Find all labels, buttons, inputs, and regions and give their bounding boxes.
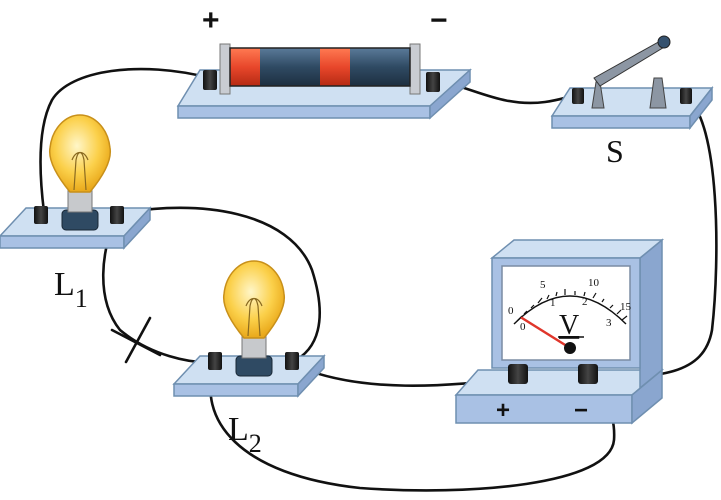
voltmeter-scale-ticks bbox=[516, 289, 628, 322]
bulb-l1[interactable]: L1 bbox=[0, 114, 152, 313]
battery-cell-blue-1 bbox=[260, 48, 320, 86]
voltmeter-needle bbox=[520, 316, 572, 350]
bulb-l1-label-main: L bbox=[54, 266, 75, 303]
battery-holder-left bbox=[219, 43, 231, 95]
voltmeter-minus-label: − bbox=[574, 397, 588, 424]
bulb-l2-label-main: L bbox=[228, 411, 249, 448]
bulb-l1-socket bbox=[61, 209, 99, 231]
switch[interactable]: S bbox=[550, 35, 714, 169]
switch-label: S bbox=[606, 133, 624, 169]
bulb-l2-label: L2 bbox=[228, 411, 262, 458]
battery[interactable]: + − bbox=[176, 4, 472, 120]
switch-terminal-right[interactable] bbox=[680, 88, 692, 104]
bulb-l2-label-sub: 2 bbox=[249, 429, 262, 458]
bulb-l2-glass bbox=[222, 260, 286, 339]
voltmeter-scale-inner-0: 0 bbox=[520, 321, 526, 333]
battery-plus-label: + bbox=[202, 4, 220, 37]
bulb-l2[interactable]: L2 bbox=[172, 260, 326, 458]
bulb-l2-terminal-right[interactable] bbox=[285, 352, 299, 370]
bulb-l1-filament bbox=[71, 151, 89, 191]
voltmeter-base bbox=[454, 369, 665, 396]
bulb-l1-label-sub: 1 bbox=[75, 284, 88, 313]
battery-cell-red-2 bbox=[320, 48, 350, 86]
battery-holder-right bbox=[409, 43, 421, 95]
voltmeter-scale-outer-10: 10 bbox=[588, 277, 600, 289]
battery-cell-red-1 bbox=[230, 48, 260, 86]
voltmeter-scale-inner-2: 2 bbox=[582, 296, 588, 308]
switch-hinge bbox=[591, 81, 605, 109]
battery-terminal-minus[interactable] bbox=[426, 72, 440, 92]
bulb-l2-socket bbox=[235, 355, 273, 377]
bulb-l1-glass bbox=[48, 114, 112, 193]
switch-contact bbox=[649, 77, 667, 109]
bulb-l2-filament bbox=[245, 297, 263, 337]
voltmeter-scale-outer-15: 15 bbox=[620, 301, 632, 313]
voltmeter-scale-arc bbox=[513, 295, 627, 325]
voltmeter-terminal-plus[interactable] bbox=[508, 364, 528, 384]
wire-battery-plus-to-l1 bbox=[39, 67, 212, 214]
battery-cell-blue-2 bbox=[350, 48, 410, 86]
battery-minus-label: − bbox=[430, 4, 448, 37]
voltmeter-scale-inner-3: 3 bbox=[606, 317, 612, 329]
break-mark bbox=[110, 316, 162, 364]
bulb-l1-label: L1 bbox=[54, 266, 88, 313]
voltmeter-scale-inner-1: 1 bbox=[550, 297, 556, 309]
bulb-l2-terminal-left[interactable] bbox=[208, 352, 222, 370]
voltmeter-scale-outer-0: 0 bbox=[508, 305, 514, 317]
bulb-l1-terminal-right[interactable] bbox=[110, 206, 124, 224]
battery-terminal-plus[interactable] bbox=[203, 70, 217, 90]
switch-handle[interactable] bbox=[657, 35, 671, 49]
voltmeter[interactable]: 0 5 10 15 0 1 2 3 V + − bbox=[454, 238, 665, 425]
voltmeter-scale-outer-5: 5 bbox=[540, 279, 546, 291]
wire-l1-right-to-l2-right bbox=[116, 206, 321, 364]
voltmeter-symbol: V bbox=[559, 310, 579, 341]
voltmeter-case-side bbox=[639, 238, 663, 390]
switch-terminal-left[interactable] bbox=[572, 88, 584, 104]
voltmeter-pivot bbox=[564, 342, 576, 354]
voltmeter-terminal-minus[interactable] bbox=[578, 364, 598, 384]
voltmeter-plus-label: + bbox=[496, 397, 510, 424]
bulb-l1-terminal-left[interactable] bbox=[34, 206, 48, 224]
